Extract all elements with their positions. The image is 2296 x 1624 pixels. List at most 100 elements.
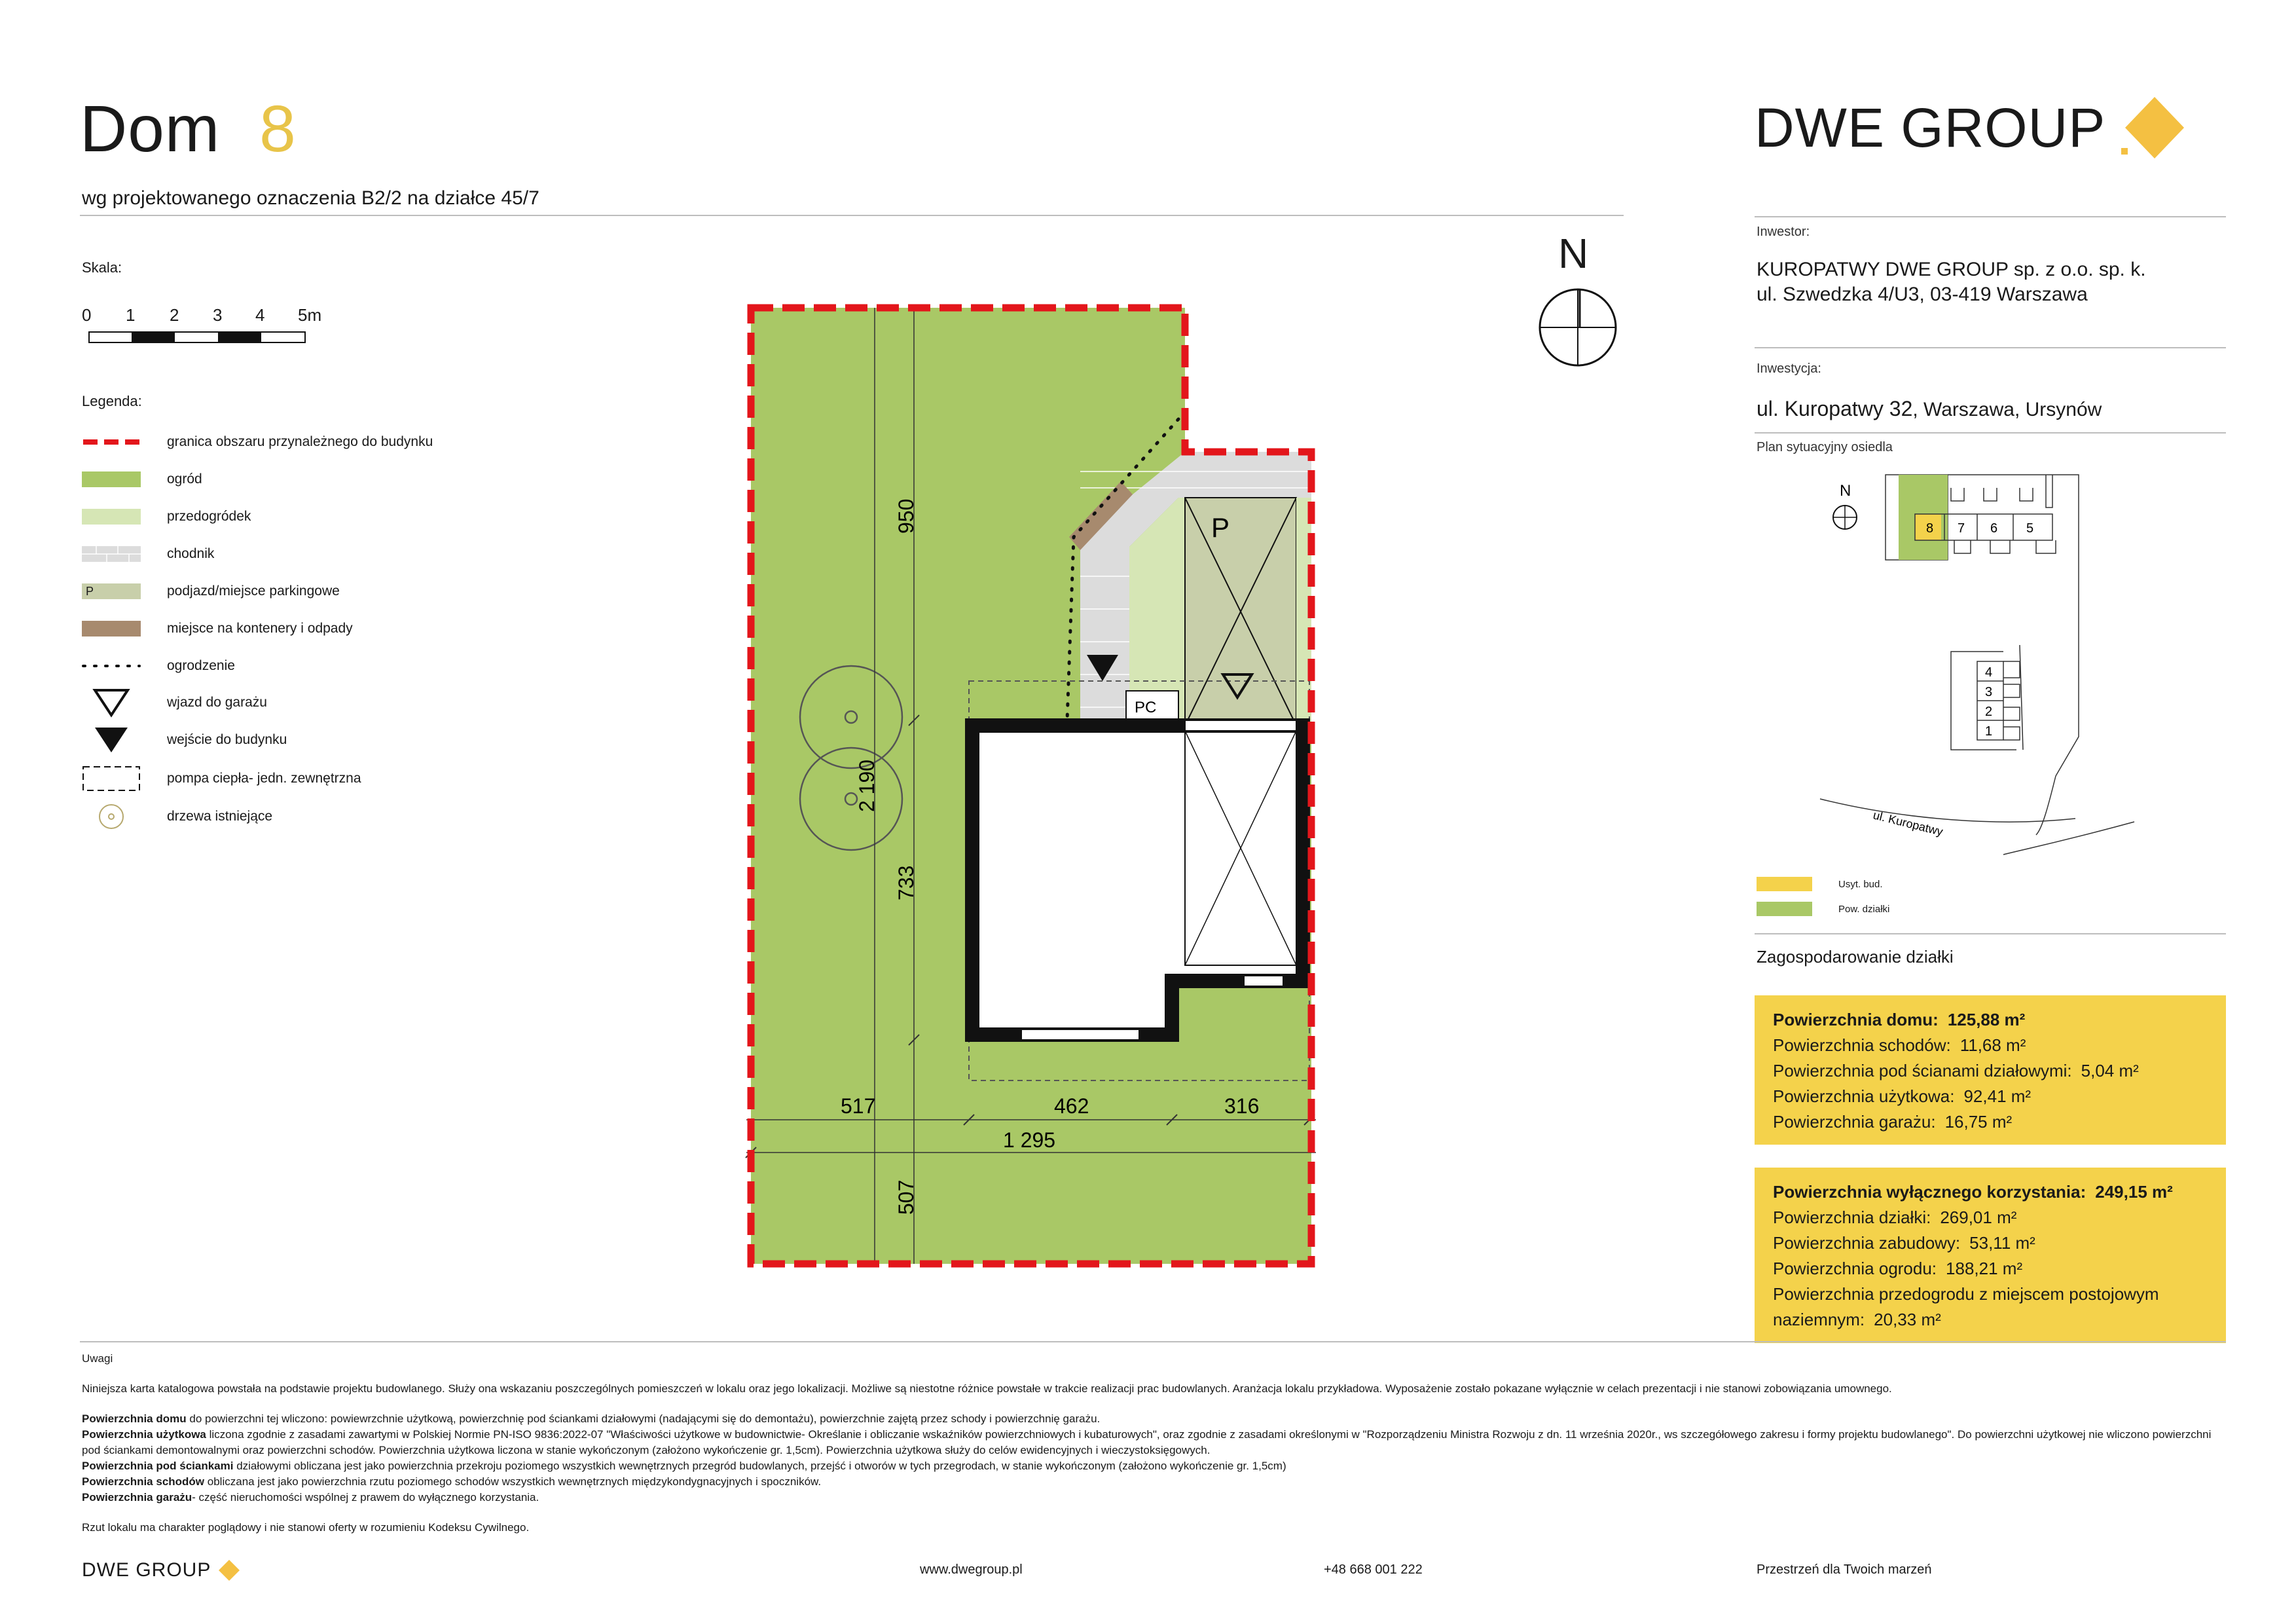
mini-house-3: 3	[1985, 685, 1992, 699]
pavement-pattern	[1080, 471, 1311, 708]
dotted-fence-icon	[82, 665, 141, 667]
mini-site-plan: N 8 7 6 5 4 3 2 1 ul. Kuropatwy	[1819, 474, 2135, 855]
scale-tick: 2	[170, 305, 179, 325]
legend-label: drzewa istniejące	[167, 809, 273, 824]
legend-label: pompa ciepła- jedn. zewnętrzna	[167, 771, 361, 786]
mini-house-8: 8	[1926, 521, 1933, 536]
pavement-area-2	[1080, 537, 1129, 726]
building-swatch-icon	[1757, 877, 1812, 891]
scale-tick: 4	[255, 305, 265, 325]
mini-house-2: 2	[1985, 705, 1992, 719]
scale-tick: 5m	[298, 305, 322, 325]
legend-label: przedogródek	[167, 509, 251, 524]
scale-tick: 3	[213, 305, 223, 325]
notes-intro: Niniejsza karta katalogowa powstała na p…	[82, 1382, 1892, 1395]
legend: granica obszaru przynależnego do budynku…	[82, 429, 540, 835]
legend-label: ogród	[167, 471, 202, 487]
brand-diamond-icon	[2121, 97, 2185, 158]
front-garden-strip	[1296, 498, 1311, 726]
note-line: Powierzchnia schodów obliczana jest jako…	[82, 1475, 822, 1488]
dim-462: 462	[1054, 1094, 1089, 1118]
mini-legend-item: Usyt. bud.	[1757, 874, 1889, 894]
garage-door	[1184, 720, 1297, 731]
scale-block: Skala: 0 1 2 3 4 5m	[82, 259, 344, 351]
note-line: Powierzchnia użytkowa liczona zgodnie z …	[82, 1428, 2212, 1456]
notes: Uwagi Niniejsza karta katalogowa powstał…	[82, 1351, 2229, 1536]
legend-item: chodnik	[82, 541, 214, 567]
investor-label: Inwestor:	[1757, 225, 1810, 239]
investor-name: KUROPATWY DWE GROUP sp. z o.o. sp. k.	[1757, 259, 2146, 280]
page-subtitle: wg projektowanego oznaczenia B2/2 na dzi…	[82, 187, 539, 209]
legend-item: ogrodzenie	[82, 653, 235, 679]
legend-item: miejsce na kontenery i odpady	[82, 616, 353, 642]
mini-house-1: 1	[1985, 724, 1992, 739]
garage-entry-icon	[1220, 673, 1254, 700]
property-boundary	[747, 304, 1315, 1268]
scale-bar	[88, 331, 306, 343]
area-row: Powierzchnia wyłącznego korzystania:249,…	[1773, 1182, 2173, 1202]
building-outline	[965, 718, 1310, 1042]
scale-ticks: 0 1 2 3 4 5m	[82, 305, 344, 325]
front-garden-swatch-icon	[82, 509, 141, 525]
legend-item: przedogródek	[82, 504, 251, 530]
window-right	[1243, 975, 1284, 987]
legend-item: wejście do budynku	[82, 724, 287, 756]
mini-house-5: 5	[2026, 521, 2033, 536]
footer-slogan: Przestrzeń dla Twoich marzeń	[1757, 1562, 1932, 1577]
area-row: Powierzchnia przedogrodu z miejscem post…	[1773, 1284, 2159, 1304]
area-row: Powierzchnia ogrodu:188,21 m²	[1773, 1259, 2023, 1278]
site-plan-label: Plan sytuacyjny osiedla	[1757, 440, 1893, 454]
parking-swatch-icon: P	[82, 583, 141, 599]
dim-316: 316	[1224, 1094, 1259, 1118]
tree-icon	[799, 665, 903, 769]
plot-swatch-icon	[1757, 902, 1812, 916]
area-row: Powierzchnia domu:125,88 m²	[1773, 1010, 2026, 1029]
note-line: Powierzchnia domu do powierzchni tej wli…	[82, 1412, 1101, 1425]
house-8-fill	[1915, 514, 1941, 540]
pavement-area	[1080, 452, 1311, 726]
mini-street-label: ul. Kuropatwy	[1872, 808, 1944, 838]
legend-item: pompa ciepła- jedn. zewnętrzna	[82, 764, 361, 793]
plot-area-box: Powierzchnia wyłącznego korzystania:249,…	[1755, 1168, 2226, 1343]
footer-phone[interactable]: +48 668 001 222	[1324, 1562, 1423, 1577]
legend-item: drzewa istniejące	[82, 802, 272, 831]
dim-1295: 1 295	[1003, 1128, 1055, 1152]
brand-logo: DWE GROUP	[1755, 92, 2191, 164]
title-word: Dom	[80, 92, 221, 166]
window-bottom	[1021, 1029, 1140, 1041]
investment-city: , Warszawa, Ursynów	[1912, 399, 2102, 420]
area-row: Powierzchnia pod ścianami działowymi:5,0…	[1773, 1061, 2139, 1080]
legend-label: ogrodzenie	[167, 658, 235, 673]
panel-divider	[1755, 216, 2226, 217]
fence-line	[1065, 417, 1180, 722]
land-use-label: Zagospodarowanie działki	[1757, 947, 1954, 967]
header-divider	[80, 215, 1624, 216]
mini-legend-label: Pow. działki	[1838, 903, 1890, 915]
heat-pump-zone	[968, 680, 1310, 1081]
dim-733: 733	[894, 866, 918, 900]
house-number: 8	[259, 92, 297, 166]
legend-item: ogród	[82, 466, 202, 492]
mini-house-7: 7	[1958, 521, 1965, 536]
investment-street: ul. Kuropatwy 32	[1757, 397, 1913, 420]
area-row: naziemnym:20,33 m²	[1773, 1310, 1941, 1329]
parking-letter: P	[1211, 512, 1230, 543]
notes-divider	[80, 1341, 2226, 1342]
notes-title: Uwagi	[82, 1352, 113, 1365]
note-line: Powierzchnia pod ściankami działowymi ob…	[82, 1460, 1286, 1472]
legend-label: wejście do budynku	[167, 732, 287, 747]
heat-pump-dashed-box-icon	[82, 766, 140, 791]
garage-entry-triangle-icon	[92, 689, 130, 718]
area-row: Powierzchnia działki:269,01 m²	[1773, 1208, 2017, 1227]
note-line: Powierzchnia garażu- część nieruchomości…	[82, 1491, 539, 1504]
mini-north: N	[1840, 482, 1851, 500]
area-row: Powierzchnia użytkowa:92,41 m²	[1773, 1086, 2032, 1106]
building-entry-icon	[1087, 655, 1118, 681]
brand-name: DWE GROUP	[1755, 96, 2106, 158]
footer-website[interactable]: www.dwegroup.pl	[920, 1562, 1023, 1577]
legend-item: wjazd do garażu	[82, 686, 267, 719]
panel-divider	[1755, 347, 2226, 348]
garden-swatch-icon	[82, 471, 141, 487]
footer-brand-name: DWE GROUP	[82, 1559, 211, 1581]
scale-label: Skala:	[82, 259, 122, 276]
